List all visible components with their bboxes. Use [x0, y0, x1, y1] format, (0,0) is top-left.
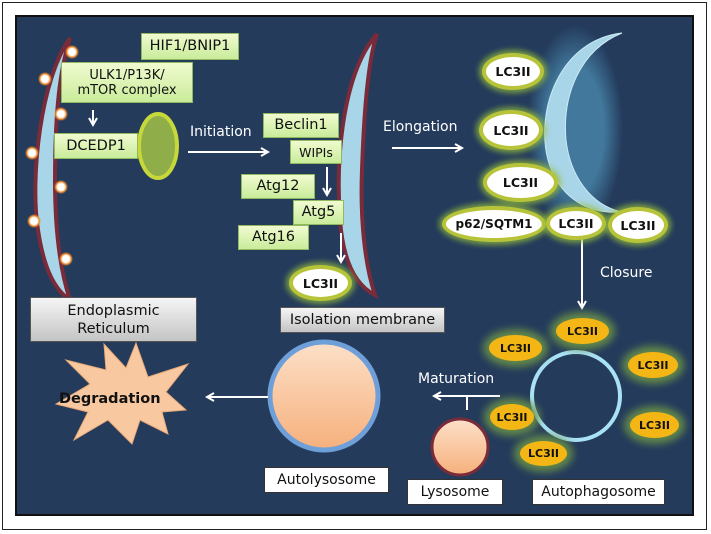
beclin1-label: Beclin1 [274, 117, 328, 133]
ribosome-dot [59, 252, 73, 266]
er-label-box: Endoplasmic Reticulum [30, 297, 197, 342]
lc3ii-autophagosome-1: LC3II [556, 318, 609, 344]
lysosome-box: Lysosome [407, 479, 503, 505]
ulk1-label-line2: mTOR complex [77, 82, 177, 98]
beclin1-box: Beclin1 [263, 113, 339, 138]
lc3ii-autophagosome-3: LC3II [628, 352, 678, 378]
lc3ii-isolation: LC3II [289, 265, 352, 301]
degradation-starburst [54, 341, 190, 445]
er-label-line2: Reticulum [77, 320, 150, 337]
autophagosome-box: Autophagosome [532, 479, 665, 505]
ribosome-dot [54, 107, 68, 121]
dcedp1-box: DCEDP1 [54, 133, 138, 159]
p62-sqtm1-oval: p62/SQTM1 [442, 206, 546, 242]
maturation-label: Maturation [418, 371, 495, 387]
er-ribosomes [25, 45, 79, 266]
atg16-label: Atg16 [251, 229, 295, 245]
autophagosome-label: Autophagosome [541, 484, 656, 500]
lc3ii-autophagosome-2: LC3II [489, 335, 542, 361]
atg5-box: Atg5 [293, 200, 344, 225]
lc3ii-autophagosome-4: LC3II [490, 404, 534, 430]
isolation-membrane-box: Isolation membrane [280, 307, 445, 333]
lysosome-label: Lysosome [420, 484, 490, 500]
hif1-bnip1-label: HIF1/BNIP1 [149, 38, 231, 54]
ribosome-dot [38, 72, 52, 86]
dcedp1-label: DCEDP1 [66, 137, 126, 154]
lc3ii-phagophore-1: LC3II [482, 53, 544, 90]
dcedp1-vesicle [137, 112, 179, 180]
ribosome-dot [65, 45, 79, 59]
atg12-box: Atg12 [241, 174, 315, 199]
er-label-line1: Endoplasmic [67, 302, 160, 319]
ribosome-dot [25, 146, 39, 160]
lc3ii-phagophore-4: LC3II [546, 207, 606, 240]
wipis-box: WIPIs [290, 140, 342, 164]
elongation-label: Elongation [383, 119, 458, 135]
lc3ii-phagophore-5: LC3II [608, 207, 668, 243]
closure-label: Closure [600, 265, 653, 281]
lc3ii-phagophore-2: LC3II [479, 110, 543, 150]
isolation-membrane-shape [336, 32, 379, 299]
atg16-box: Atg16 [238, 225, 309, 250]
autolysosome-shape [267, 339, 381, 453]
autolysosome-label: Autolysosome [277, 472, 376, 488]
ulk1-label-line1: ULK1/P13K/ [89, 67, 165, 83]
atg5-label: Atg5 [301, 204, 336, 220]
hif1-bnip1-box: HIF1/BNIP1 [141, 33, 239, 60]
wipis-label: WIPIs [299, 144, 333, 160]
ribosome-dot [27, 214, 41, 228]
atg12-label: Atg12 [256, 178, 300, 194]
lysosome-shape [430, 417, 490, 477]
lc3ii-phagophore-3: LC3II [483, 163, 558, 202]
autolysosome-box: Autolysosome [264, 467, 389, 493]
initiation-label: Initiation [190, 124, 252, 140]
autophagosome-ring [530, 350, 622, 442]
ribosome-dot [54, 180, 68, 194]
isolation-membrane-label: Isolation membrane [289, 312, 436, 328]
lc3ii-autophagosome-5: LC3II [630, 412, 679, 438]
ulk1-complex-box: ULK1/P13K/ mTOR complex [61, 62, 193, 103]
degradation-label: Degradation [59, 391, 161, 407]
lc3ii-autophagosome-6: LC3II [520, 441, 567, 466]
